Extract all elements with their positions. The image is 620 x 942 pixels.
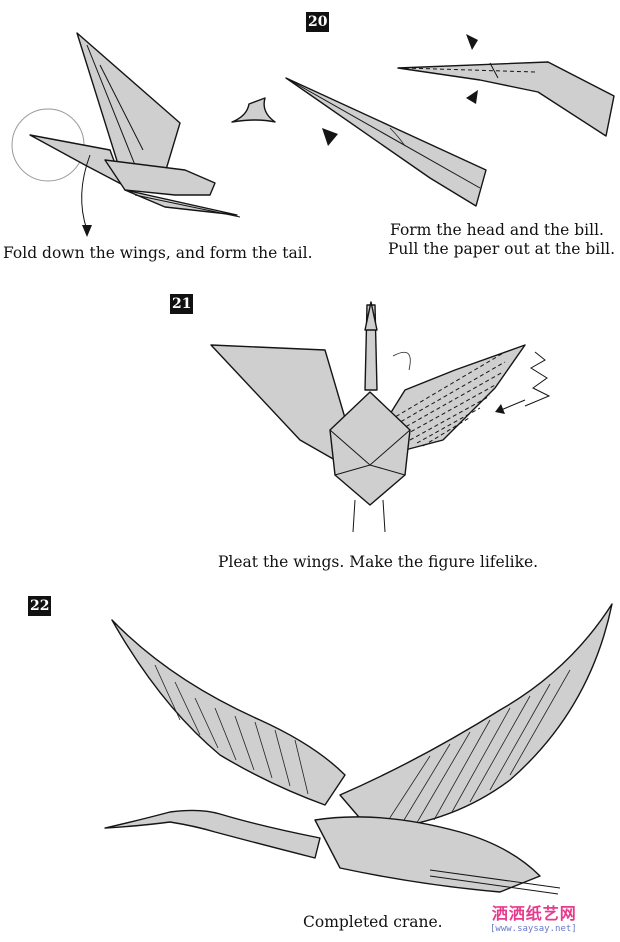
fold-arrow-icon: [81, 154, 91, 231]
head-crease-curve: [389, 127, 406, 147]
watermark-url: [www.saysay.net]: [490, 924, 577, 934]
bill-dash-line: [404, 67, 536, 73]
step20-left-crane-diagram: [11, 32, 241, 237]
bill-detail-shape: [231, 97, 276, 123]
back-wing-feather-lines: [154, 664, 309, 795]
pleat-zigzag-icon: [524, 351, 551, 407]
step20-right-caption-line1: Form the head and the bill.: [390, 221, 604, 239]
pleat-arrow-icon: [500, 399, 526, 411]
site-watermark: 洒洒纸艺网 [www.saysay.net]: [490, 900, 577, 934]
leg-line: [352, 499, 356, 533]
leg-line: [382, 499, 386, 533]
neck-shape: [124, 189, 238, 216]
neck-strip-lower: [285, 77, 487, 207]
completed-crane-diagram: [104, 603, 613, 895]
fold-arrowhead-icon: [82, 225, 92, 237]
neck-fold-line: [285, 77, 481, 189]
valley-arrowhead-icon: [466, 90, 478, 104]
back-wing-shape: [111, 619, 346, 806]
body-shape: [314, 816, 541, 893]
leg-line: [429, 869, 561, 889]
leg-line: [134, 194, 241, 218]
step20-right-head-diagram: [285, 34, 615, 207]
step20-left-caption: Fold down the wings, and form the tail.: [3, 244, 313, 262]
front-wing-feather-lines: [381, 669, 571, 831]
leg-line: [429, 875, 559, 895]
wing-pleat-lines: [389, 351, 506, 447]
neck-shape: [104, 809, 321, 859]
step22-caption: Completed crane.: [303, 913, 443, 931]
bill-detail-diagram: [231, 97, 276, 123]
step-number-badge: 20: [306, 12, 330, 32]
front-wing-shape: [339, 603, 613, 831]
wing-fold-line: [99, 64, 144, 151]
step-number-badge: 21: [170, 294, 194, 314]
neck-strip-upper: [397, 61, 615, 137]
valley-arrowhead-icon: [322, 128, 338, 146]
watermark-title: 洒洒纸艺网: [491, 904, 577, 923]
pleat-arrowhead-icon: [495, 404, 505, 414]
head-shape: [364, 301, 378, 331]
bill-fold-line: [489, 62, 499, 79]
step20-right-caption-line2: Pull the paper out at the bill.: [388, 240, 616, 258]
step21-crane-front-diagram: [210, 301, 551, 533]
step21-caption: Pleat the wings. Make the figure lifelik…: [218, 553, 539, 571]
body-fold-line: [334, 464, 406, 476]
rotate-arrow-icon: [392, 351, 411, 371]
step-number-badge: 22: [28, 596, 52, 616]
valley-arrowhead-icon: [466, 34, 478, 50]
